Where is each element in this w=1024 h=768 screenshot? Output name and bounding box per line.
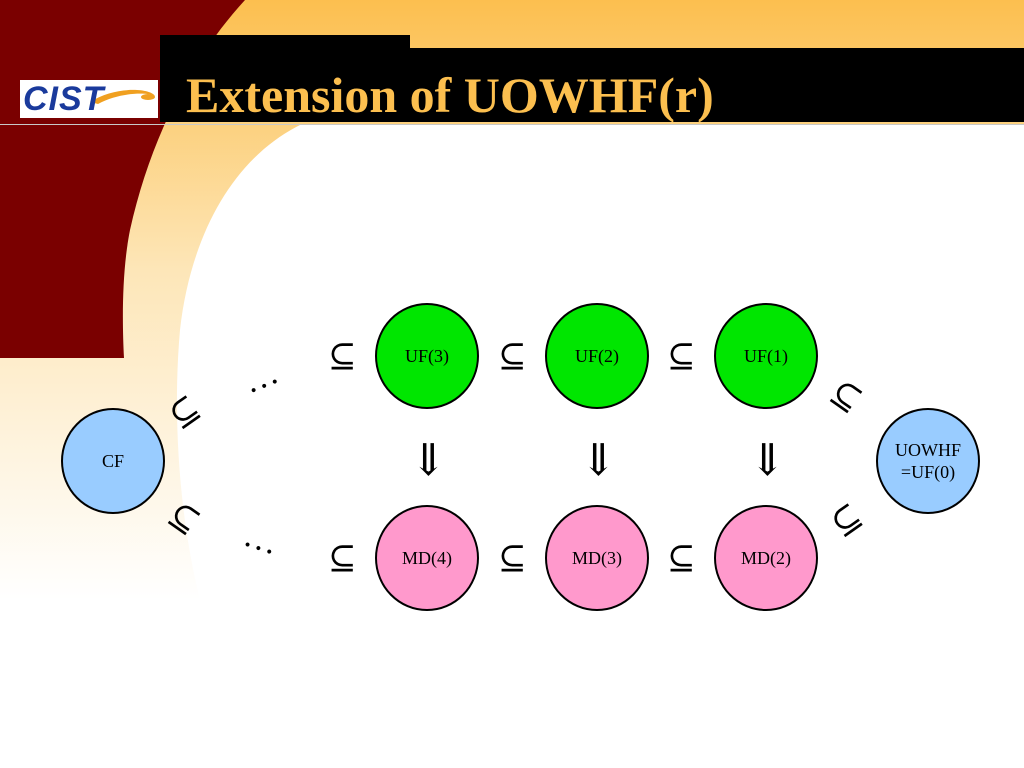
node-uf3: UF(3) xyxy=(375,303,479,409)
node-uf2: UF(2) xyxy=(545,303,649,409)
node-uowhf-label-line2: =UF(0) xyxy=(900,462,956,482)
node-uf1-label: UF(1) xyxy=(744,346,788,366)
logo-text: CIST xyxy=(23,80,105,118)
implies-uf1-md2: ⇓ xyxy=(749,435,786,486)
implies-uf3-md4: ⇓ xyxy=(410,435,447,486)
node-md3-label: MD(3) xyxy=(572,548,622,568)
node-uf3-label: UF(3) xyxy=(405,346,449,366)
node-uf1: UF(1) xyxy=(714,303,818,409)
subset-uf2-uf3: ⊆ xyxy=(498,336,527,376)
node-cf-label: CF xyxy=(101,451,125,471)
node-md2: MD(2) xyxy=(714,505,818,611)
node-uf2-label: UF(2) xyxy=(575,346,619,366)
logo-swoosh-icon xyxy=(90,89,155,104)
subset-uf3-top: ⊆ xyxy=(328,336,357,376)
node-md3: MD(3) xyxy=(545,505,649,611)
node-uowhf: UOWHF =UF(0) xyxy=(876,408,980,514)
title-underline xyxy=(0,124,1024,125)
node-uowhf-label-line1: UOWHF xyxy=(895,440,961,460)
title-bar xyxy=(160,48,1024,122)
subset-md3-md4: ⊆ xyxy=(498,538,527,578)
node-md4: MD(4) xyxy=(375,505,479,611)
title-bar-top xyxy=(160,35,410,51)
slide-title: Extension of UOWHF(r) xyxy=(186,67,714,123)
subset-uf1-uf2: ⊆ xyxy=(667,336,696,376)
node-cf: CF xyxy=(61,408,165,514)
node-md4-label: MD(4) xyxy=(402,548,452,568)
subset-md2-md3: ⊆ xyxy=(667,538,696,578)
node-md2-label: MD(2) xyxy=(741,548,791,568)
cist-logo: CIST xyxy=(20,80,158,118)
implies-uf2-md3: ⇓ xyxy=(580,435,617,486)
orange-swoosh xyxy=(0,0,1024,600)
subset-md4-bottom: ⊆ xyxy=(328,538,357,578)
